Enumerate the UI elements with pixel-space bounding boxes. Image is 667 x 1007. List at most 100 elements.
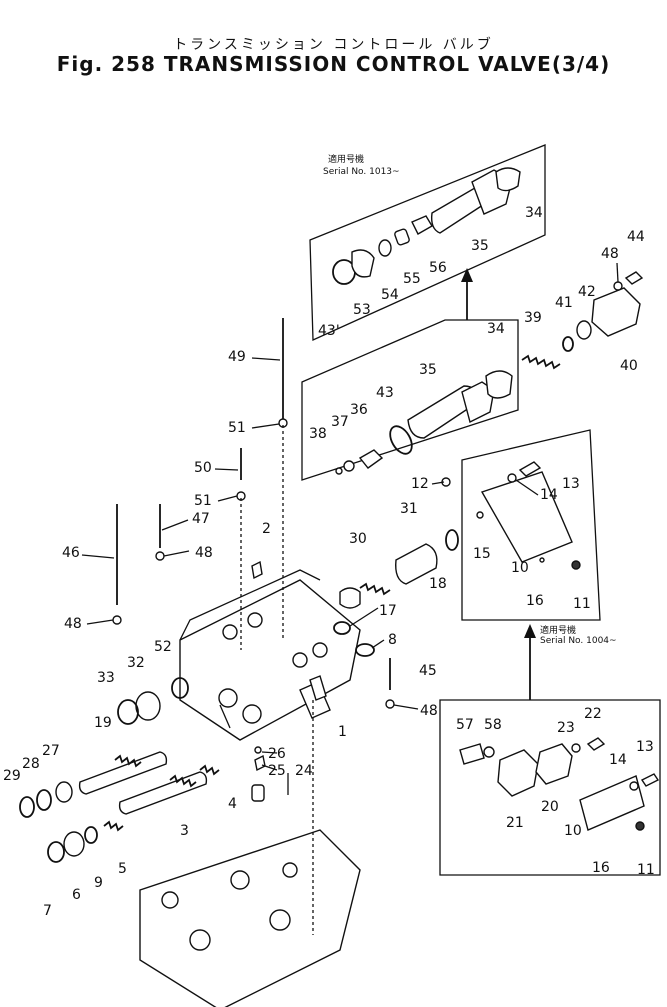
callout-12: 12 xyxy=(411,476,429,492)
callout-14b: 14 xyxy=(609,752,627,768)
port-c xyxy=(292,652,308,668)
plate-20 xyxy=(535,743,573,785)
plug-11-lower xyxy=(635,821,645,831)
o-ring-18 xyxy=(445,529,459,551)
callout-32: 32 xyxy=(127,655,145,671)
housing-hole-5 xyxy=(282,862,298,878)
sleeve-1 xyxy=(309,675,327,701)
orifice-15 xyxy=(476,511,484,519)
flange-35 xyxy=(461,381,495,424)
callout-10a: 10 xyxy=(511,560,529,576)
callout-5: 5 xyxy=(118,861,127,877)
callout-13b: 13 xyxy=(636,739,654,755)
callout-9: 9 xyxy=(94,875,103,891)
callout-14a: 14 xyxy=(540,487,558,503)
callout-48d: 48 xyxy=(601,246,619,262)
callout-38: 38 xyxy=(309,426,327,442)
callout-51b: 51 xyxy=(194,493,212,509)
callout-17: 17 xyxy=(379,603,397,619)
figure-title: Fig. 258 TRANSMISSION CONTROL VALVE(3/4) xyxy=(56,52,611,76)
title-japanese: トランスミッション コントロール バルブ xyxy=(173,37,494,53)
leader-48a-label xyxy=(163,550,190,557)
leader-25-label xyxy=(261,764,278,771)
spring-39 xyxy=(521,354,561,370)
arrow-up-1-head xyxy=(461,268,473,282)
leader-12-label xyxy=(431,481,445,485)
serial-note-top-jp: 適用号機 xyxy=(328,153,364,165)
housing-hole-4 xyxy=(269,909,291,931)
callout-48b: 48 xyxy=(64,616,82,632)
spring-3 xyxy=(169,774,197,788)
callout-35b: 35 xyxy=(419,362,437,378)
cover-21 xyxy=(497,749,539,797)
callout-42: 42 xyxy=(578,284,596,300)
serial-note-top: Serial No. 1013~ xyxy=(323,167,400,177)
spring-4 xyxy=(199,764,220,776)
callout-55: 55 xyxy=(403,271,421,287)
port-a xyxy=(222,624,238,640)
callout-25: 25 xyxy=(268,763,286,779)
callout-41: 41 xyxy=(555,295,573,311)
cover-40 xyxy=(591,287,641,337)
port-d xyxy=(312,642,328,658)
leader-50-label xyxy=(214,468,239,471)
washer-48-c xyxy=(385,699,395,709)
o-ring-9 xyxy=(84,826,98,844)
snap-ring-7 xyxy=(47,841,65,863)
callout-3: 3 xyxy=(180,823,189,839)
port-e xyxy=(218,688,238,708)
housing-hole-3 xyxy=(230,870,250,890)
detail-box-lower xyxy=(439,699,661,876)
spring-36 xyxy=(358,449,384,469)
callout-7: 7 xyxy=(43,903,52,919)
o-ring-43 xyxy=(389,425,413,455)
detail-box-top xyxy=(309,144,546,341)
callout-19: 19 xyxy=(94,715,112,731)
seat-37 xyxy=(343,460,355,472)
callout-18: 18 xyxy=(429,576,447,592)
leader-8-label xyxy=(371,639,385,649)
callout-24: 24 xyxy=(295,763,313,779)
pin-16 xyxy=(539,557,545,563)
callout-34a: 34 xyxy=(525,205,543,221)
callout-39: 39 xyxy=(524,310,542,326)
callout-21: 21 xyxy=(506,815,524,831)
leader-46-label xyxy=(81,554,115,559)
detail-box-right xyxy=(461,429,601,621)
bolt-13 xyxy=(518,461,542,477)
callout-43-prime: 43' xyxy=(318,323,340,339)
ball-38 xyxy=(335,467,343,475)
spacer-24 xyxy=(251,784,265,802)
callout-4: 4 xyxy=(228,796,237,812)
leader-51b-label xyxy=(217,495,238,502)
lower-housing xyxy=(139,829,361,1007)
callout-48c: 48 xyxy=(420,703,438,719)
leader-14-label xyxy=(515,479,539,496)
callout-37: 37 xyxy=(331,414,349,430)
spring-55 xyxy=(394,228,410,246)
callout-28: 28 xyxy=(22,756,40,772)
callout-11a: 11 xyxy=(573,596,591,612)
callout-40: 40 xyxy=(620,358,638,374)
callout-27: 27 xyxy=(42,743,60,759)
plug-6 xyxy=(63,831,85,857)
leader-48c-label xyxy=(393,704,419,710)
callout-35a: 35 xyxy=(471,238,489,254)
bolt-22 xyxy=(586,737,606,751)
valve-body-1-top xyxy=(179,569,321,641)
spring-30 xyxy=(359,582,391,596)
spool-34-top xyxy=(495,167,521,192)
callout-29: 29 xyxy=(3,768,21,784)
callout-33: 33 xyxy=(97,670,115,686)
callout-50: 50 xyxy=(194,460,212,476)
serial-note-lower: Serial No. 1004~ xyxy=(540,636,617,646)
callout-8: 8 xyxy=(388,632,397,648)
plug-53 xyxy=(351,249,375,278)
leader-48d-label xyxy=(616,262,619,283)
washer-14-lower xyxy=(629,781,639,791)
o-ring-8 xyxy=(355,643,375,657)
piston-57 xyxy=(459,743,485,765)
ball-26 xyxy=(254,746,262,754)
callout-45: 45 xyxy=(419,663,437,679)
callout-13a: 13 xyxy=(562,476,580,492)
